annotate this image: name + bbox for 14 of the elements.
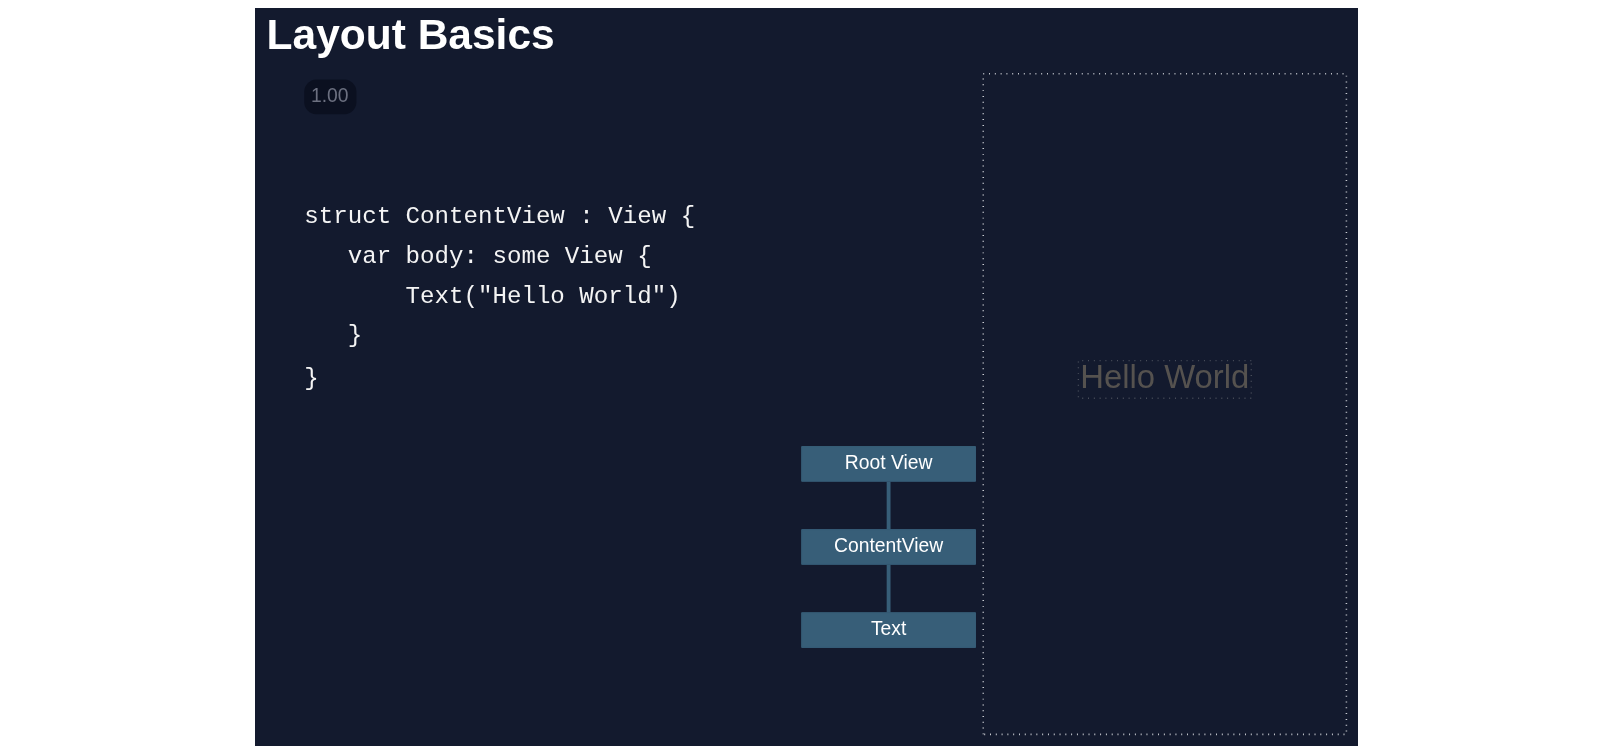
diagram-title: Layout Basics bbox=[266, 10, 555, 58]
label: var body: some View { bbox=[347, 243, 652, 271]
node-box: Root View bbox=[800, 446, 976, 482]
node-box: Hello World bbox=[1077, 359, 1252, 399]
label: 1.00 bbox=[310, 84, 349, 106]
connector bbox=[886, 481, 891, 530]
label: } bbox=[347, 322, 362, 350]
cluster bbox=[981, 72, 1347, 736]
connector bbox=[886, 564, 891, 613]
label: Text("Hello World") bbox=[405, 282, 681, 310]
node-box: Text bbox=[800, 612, 976, 648]
label: struct ContentView : View { bbox=[303, 203, 695, 231]
label: } bbox=[303, 365, 319, 393]
node-box: ContentView bbox=[800, 529, 976, 565]
